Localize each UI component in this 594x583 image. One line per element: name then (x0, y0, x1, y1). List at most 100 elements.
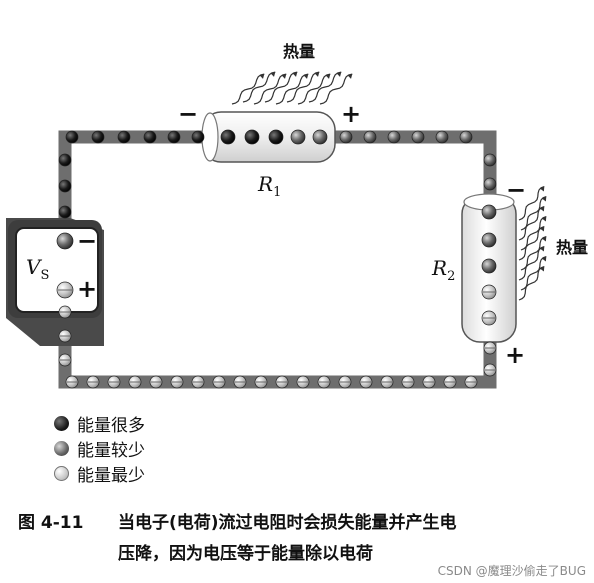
caption-figure-number: 图 4-11 (18, 513, 84, 533)
r1-minus-sign: − (178, 100, 199, 128)
heat-wave-line (518, 205, 545, 241)
heat-arrow-head (325, 74, 331, 79)
r2-label-letter: R (432, 256, 448, 280)
battery-minus-sign: − (77, 227, 98, 255)
electron-medium (481, 204, 497, 220)
heat-label-top: 热量 (283, 42, 316, 61)
battery-vs (6, 218, 104, 346)
heat-wave-line (242, 71, 276, 103)
legend-dot-medium-icon (54, 441, 69, 456)
r1-label-subscript: 1 (273, 185, 282, 200)
caption-line-2: 压降，因为电压等于能量除以电荷 (118, 544, 373, 564)
r2-minus-sign: − (506, 176, 527, 204)
heat-arrows-top (231, 71, 353, 105)
heat-wave-line (520, 235, 547, 271)
watermark: CSDN @魔理沙偷走了BUG (437, 564, 586, 578)
r1-label-letter: R (258, 172, 274, 196)
electron-medium (435, 130, 449, 144)
heat-wave-line (319, 73, 353, 105)
electron-medium (483, 177, 497, 191)
electron-high (191, 130, 205, 144)
heat-wave-line (264, 71, 298, 103)
heat-arrow-head (541, 216, 547, 222)
electron-high (65, 130, 79, 144)
heat-arrow-head (336, 72, 342, 77)
r1-plus-sign: + (341, 100, 362, 128)
legend-label-low: 能量最少 (77, 466, 145, 486)
electron-charges (56, 129, 497, 389)
electron-high (220, 129, 236, 145)
electron-medium (483, 153, 497, 167)
heat-label-right: 热量 (556, 238, 589, 257)
electron-high (117, 130, 131, 144)
electron-high (167, 130, 181, 144)
electron-medium (387, 130, 401, 144)
electron-high (244, 129, 260, 145)
heat-arrow-head (539, 226, 545, 232)
electron-high (58, 153, 72, 167)
heat-arrow-head (347, 74, 353, 79)
heat-wave-line (520, 195, 547, 231)
heat-wave-line (520, 215, 547, 251)
heat-wave-line (275, 73, 309, 105)
heat-wave-line (518, 245, 545, 281)
caption-line-1: 当电子(电荷)流过电阻时会损失能量并产生电 (118, 513, 457, 533)
electron-high (143, 130, 157, 144)
electron-medium (290, 129, 306, 145)
electron-medium (481, 232, 497, 248)
electron-medium (339, 130, 353, 144)
vs-label-letter: V (26, 255, 41, 279)
resistor-r1-left-cap (201, 112, 219, 162)
electron-medium (363, 130, 377, 144)
r2-plus-sign: + (505, 341, 526, 369)
heat-arrow-head (292, 72, 298, 77)
heat-arrow-head (314, 72, 320, 77)
heat-arrows-right (518, 185, 547, 301)
r2-label-subscript: 2 (447, 269, 456, 284)
electron-medium (411, 130, 425, 144)
r1-label: R1 (258, 172, 281, 200)
battery-plus-sign: + (77, 275, 98, 303)
legend-dot-low-icon (54, 466, 69, 481)
heat-wave-line (518, 185, 545, 221)
heat-arrow-head (281, 74, 287, 79)
electron-high (268, 129, 284, 145)
heat-wave-line (231, 73, 265, 105)
heat-arrow-head (259, 74, 265, 79)
legend-label-high: 能量很多 (77, 416, 145, 436)
heat-wave-line (518, 225, 545, 261)
heat-arrow-head (539, 266, 545, 272)
electron-high (91, 130, 105, 144)
electron-medium (459, 130, 473, 144)
battery-face (15, 227, 99, 313)
legend-label-medium: 能量较少 (77, 441, 145, 461)
heat-wave-line (253, 73, 287, 105)
legend-row-high: 能量很多 (54, 411, 145, 436)
heat-wave-line (518, 265, 545, 301)
electron-high (58, 179, 72, 193)
legend-row-medium: 能量较少 (54, 436, 145, 461)
r2-label: R2 (432, 256, 455, 284)
vs-label-subscript: S (40, 268, 50, 283)
heat-arrow-head (541, 236, 547, 242)
electron-high (58, 205, 72, 219)
heat-arrow-head (303, 74, 309, 79)
legend-dot-high-icon (54, 416, 69, 431)
electron-medium (56, 232, 74, 250)
heat-wave-line (308, 71, 342, 103)
legend-row-low: 能量最少 (54, 461, 145, 486)
heat-arrow-head (539, 206, 545, 212)
heat-arrow-head (270, 72, 276, 77)
heat-arrow-head (541, 256, 547, 262)
heat-wave-line (286, 71, 320, 103)
heat-arrow-head (541, 196, 547, 202)
electron-medium (312, 129, 328, 145)
heat-arrow-head (539, 186, 545, 192)
vs-label: VS (26, 255, 49, 283)
electron-medium (481, 258, 497, 274)
heat-wave-line (297, 73, 331, 105)
heat-wave-line (520, 255, 547, 291)
heat-arrow-head (539, 246, 545, 252)
